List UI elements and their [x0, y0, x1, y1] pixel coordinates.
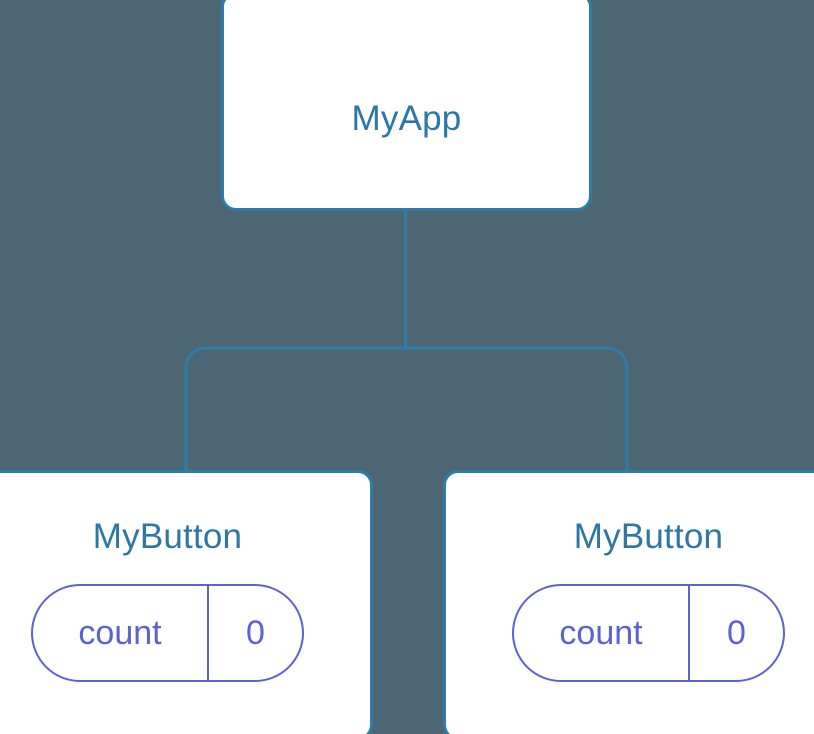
state-pill-left[interactable]: count 0	[31, 584, 304, 682]
node-myapp-label: MyApp	[351, 99, 462, 138]
state-pill-right[interactable]: count 0	[512, 584, 785, 682]
edge-root-to-leaf-right	[405, 346, 629, 472]
node-mybutton-left-label: MyButton	[92, 517, 243, 556]
node-mybutton-right-label: MyButton	[573, 517, 724, 556]
state-pill-left-key: count	[78, 614, 162, 652]
edge-root-to-leaf-left	[184, 346, 406, 472]
state-pill-left-value: 0	[207, 586, 302, 680]
node-mybutton-right[interactable]: MyButton count 0	[443, 470, 814, 734]
node-mybutton-left[interactable]: MyButton count 0	[0, 470, 373, 734]
state-pill-right-value: 0	[688, 586, 783, 680]
node-myapp[interactable]: MyApp	[221, 0, 592, 211]
state-pill-right-key: count	[559, 614, 643, 652]
